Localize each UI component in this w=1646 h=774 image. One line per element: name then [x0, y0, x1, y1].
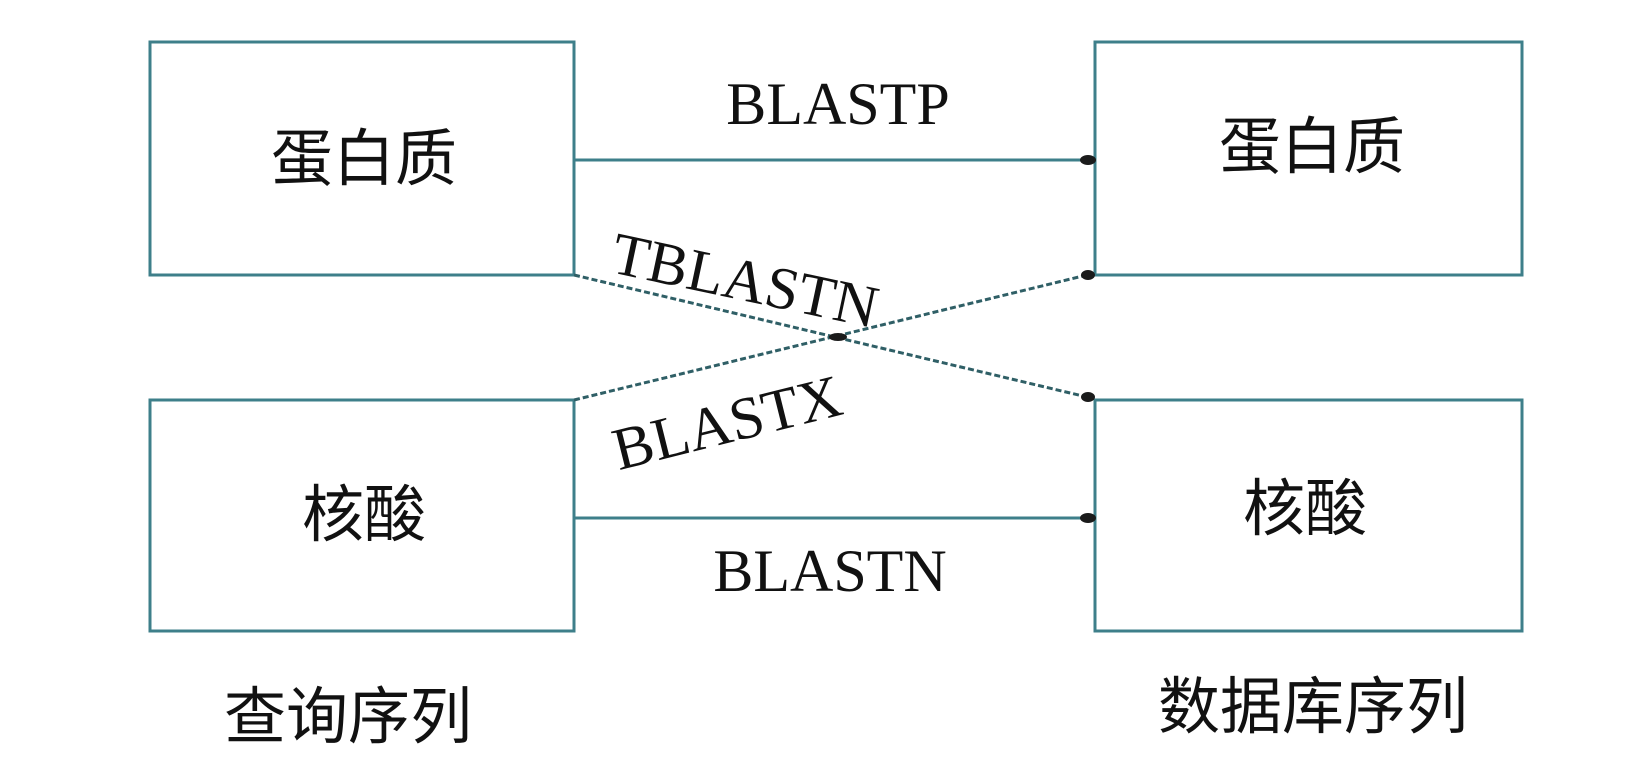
- db-protein-label: 蛋白质: [1219, 110, 1405, 183]
- blastx-label: BLASTX: [606, 362, 848, 482]
- blastp-label: BLASTP: [726, 71, 949, 137]
- blastp-arrow-dot: [1080, 155, 1096, 165]
- blastn-label: BLASTN: [713, 538, 946, 604]
- db-nucleic-label: 核酸: [1243, 472, 1367, 545]
- query-nucleic-label: 核酸: [302, 478, 426, 551]
- db-protein-box: [1093, 40, 1524, 277]
- crossing-dot: [829, 333, 847, 341]
- query-sequence-caption: 查询序列: [224, 680, 472, 753]
- blastx-arrow-dot: [1081, 270, 1095, 280]
- blastn-arrow-dot: [1080, 513, 1096, 523]
- query-protein-box: [148, 40, 576, 277]
- query-nucleic-box: [148, 398, 576, 633]
- database-sequence-caption: 数据库序列: [1158, 670, 1468, 743]
- db-nucleic-box: [1093, 398, 1524, 633]
- query-protein-label: 蛋白质: [271, 122, 457, 195]
- tblastn-label: TBLASTN: [606, 220, 884, 341]
- tblastn-arrow-dot: [1081, 392, 1095, 402]
